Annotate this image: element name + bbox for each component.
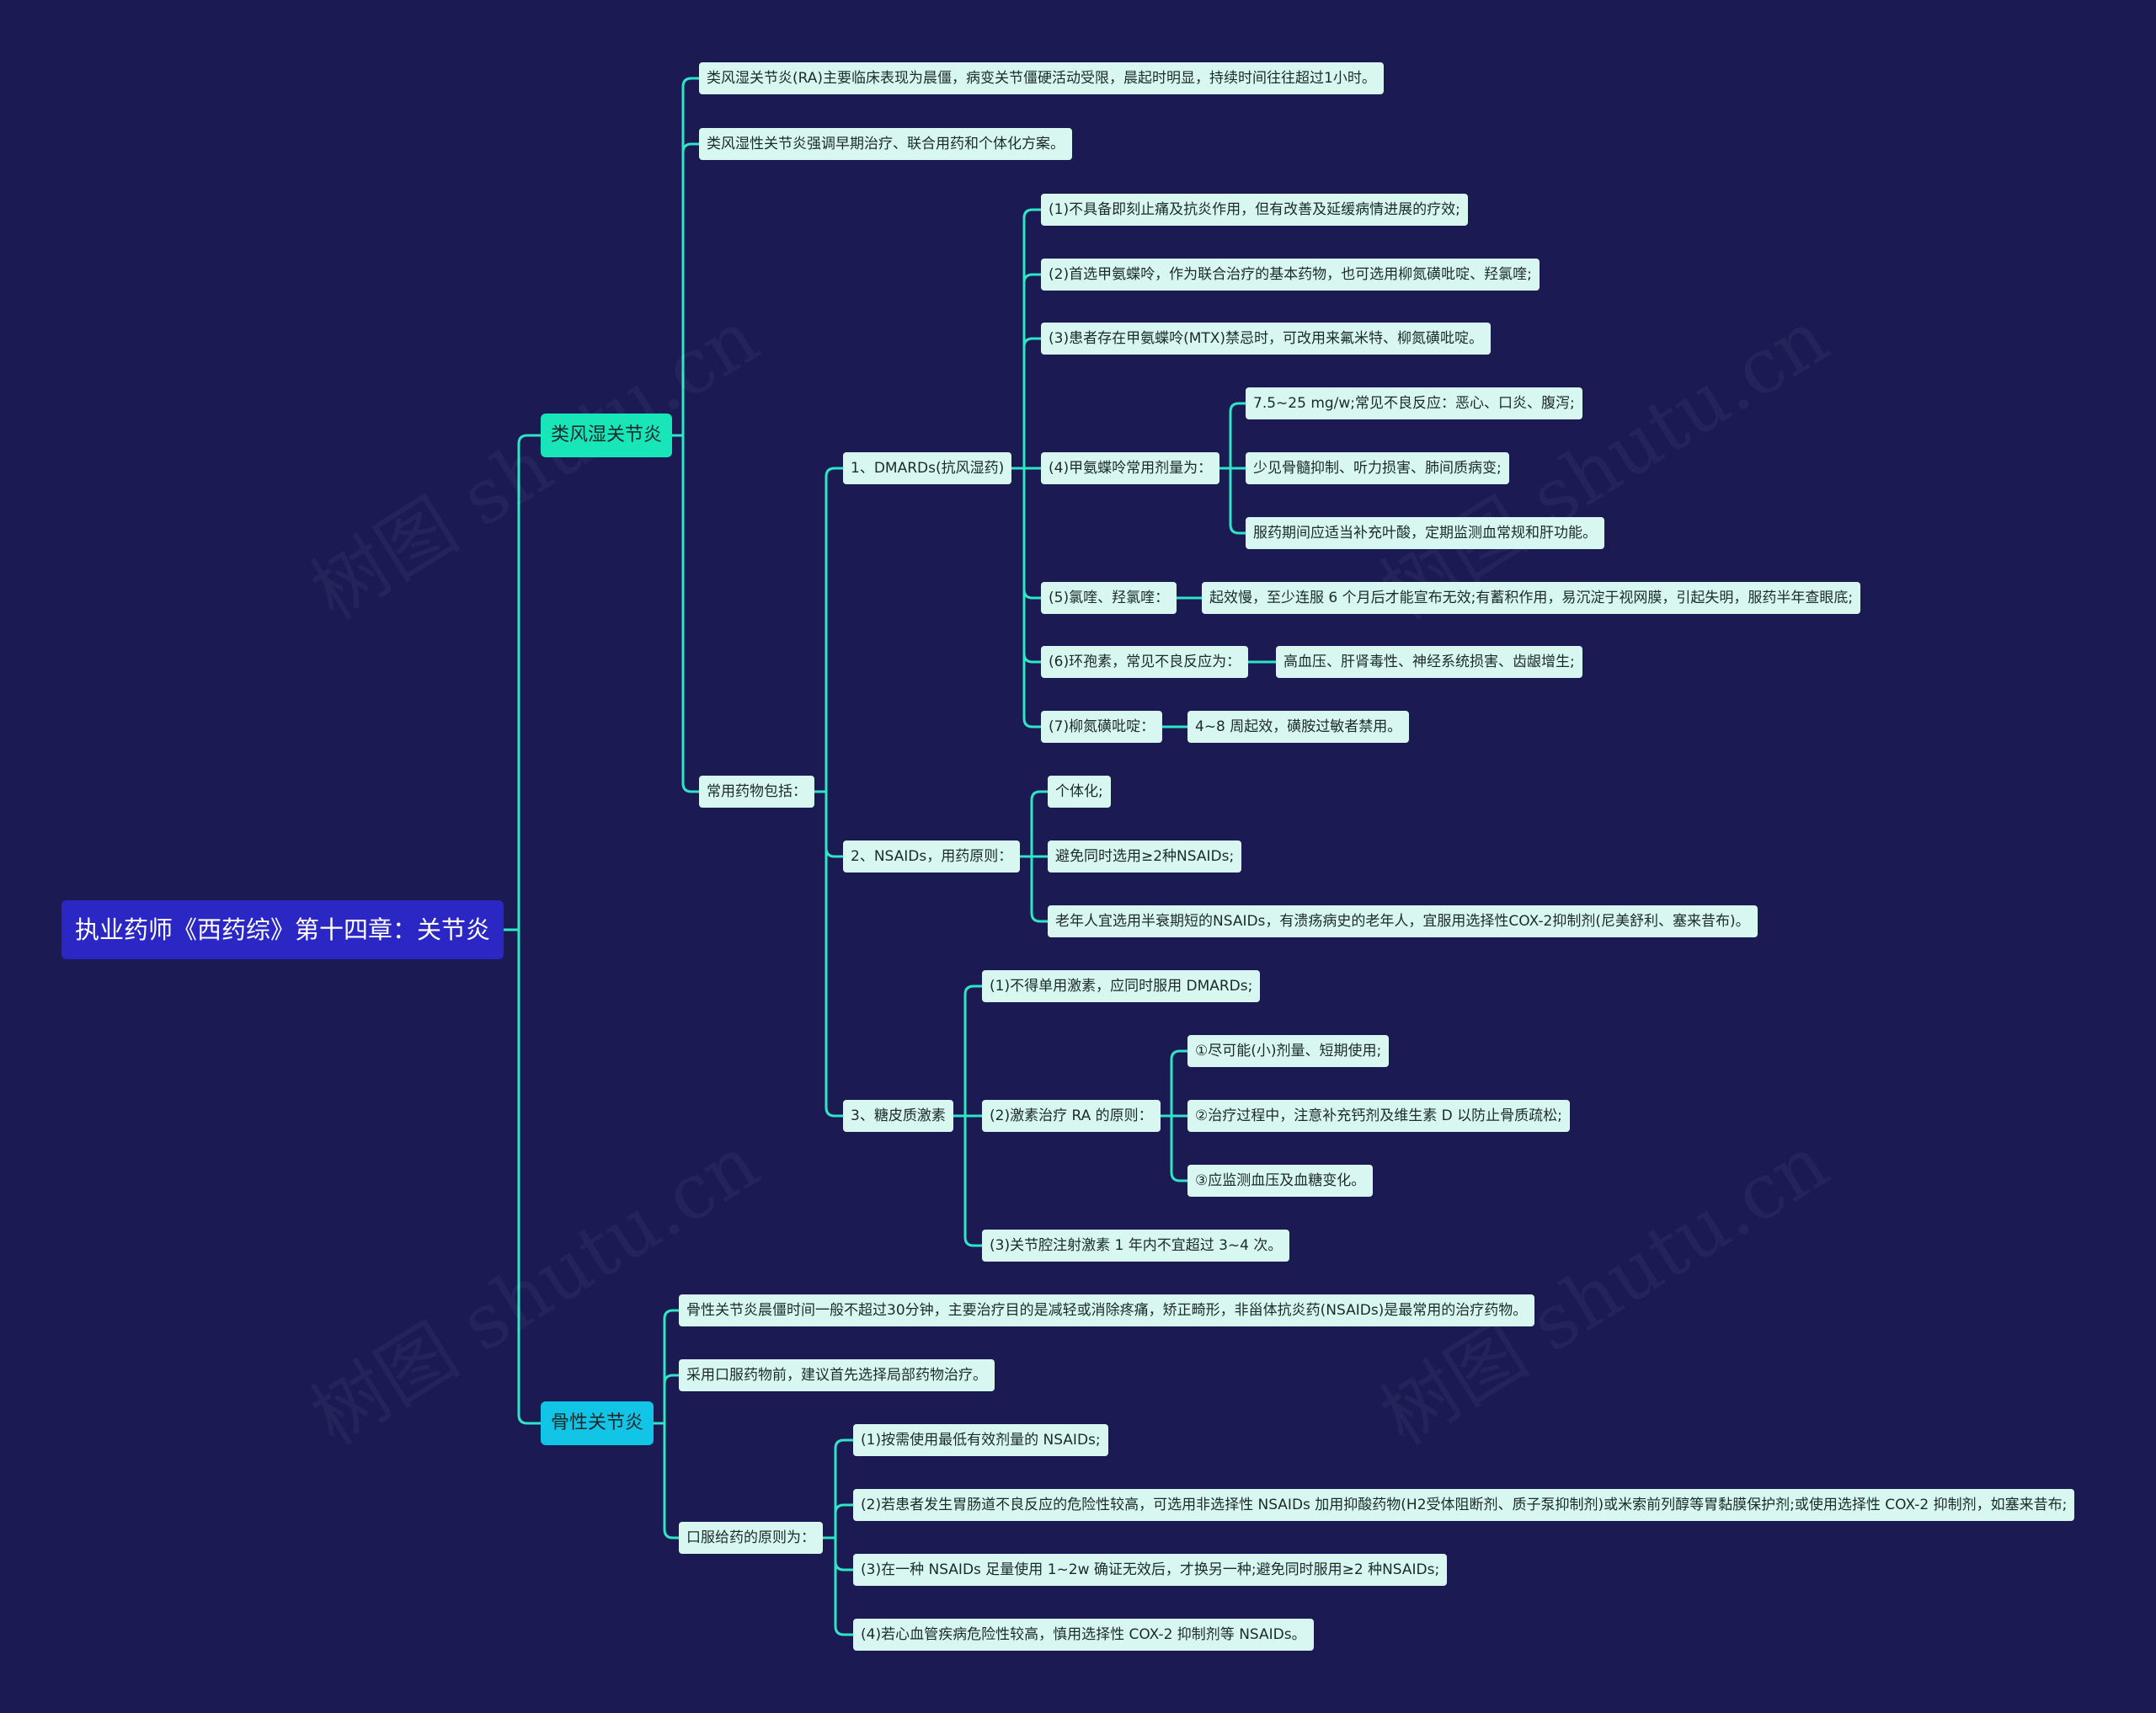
oral-principle[interactable]: (1)按需使用最低有效剂量的 NSAIDs; <box>853 1424 1108 1456</box>
connector-line <box>953 1114 982 1247</box>
root-topic[interactable]: 执业药师《西药综》第十四章：关节炎 <box>61 900 504 959</box>
connector-line <box>1011 467 1041 728</box>
connector-line <box>654 1422 679 1540</box>
steroid-principle[interactable]: ③应监测血压及血糖变化。 <box>1187 1165 1374 1197</box>
connector-line <box>654 1374 679 1425</box>
dmards-item[interactable]: (3)患者存在甲氨蝶呤(MTX)禁忌时，可改用来氟米特、柳氮磺吡啶。 <box>1041 323 1492 355</box>
branch-rheumatoid-arthritis[interactable]: 类风湿关节炎 <box>541 414 673 457</box>
category-dmards[interactable]: 1、DMARDs(抗风湿药) <box>843 452 1012 484</box>
connector-line <box>1219 467 1246 535</box>
connector-line <box>1020 855 1048 923</box>
connector-line <box>504 928 541 1425</box>
connector-line <box>823 1536 853 1572</box>
dmards-item[interactable]: (7)柳氮磺吡啶： <box>1041 711 1163 743</box>
connector-line <box>1161 1114 1187 1182</box>
nsaids-principle[interactable]: 个体化; <box>1048 776 1111 808</box>
dmards-item[interactable]: (2)首选甲氨蝶呤，作为联合治疗的基本药物，也可选用柳氮磺吡啶、羟氯喹; <box>1041 259 1540 291</box>
oral-principle[interactable]: (4)若心血管疾病危险性较高，慎用选择性 COX-2 抑制剂等 NSAIDs。 <box>853 1619 1314 1651</box>
connector-line <box>654 1309 679 1425</box>
branch-osteoarthritis[interactable]: 骨性关节炎 <box>541 1401 654 1445</box>
oa-note[interactable]: 骨性关节炎晨僵时间一般不超过30分钟，主要治疗目的是减轻或消除疼痛，矫正畸形，非… <box>679 1294 1535 1326</box>
ra-note[interactable]: 类风湿关节炎(RA)主要临床表现为晨僵，病变关节僵硬活动受限，晨起时明显，持续时… <box>699 62 1384 94</box>
nsaids-principle[interactable]: 避免同时选用≥2种NSAIDs; <box>1048 840 1242 873</box>
dmards-item[interactable]: (4)甲氨蝶呤常用剂量为： <box>1041 452 1220 484</box>
connector-line <box>814 467 843 793</box>
nsaids-principle[interactable]: 老年人宜选用半衰期短的NSAIDs，有溃疡病史的老年人，宜服用选择性COX-2抑… <box>1048 905 1758 937</box>
connector-line <box>1161 1049 1187 1118</box>
chloroquine-detail[interactable]: 起效慢，至少连服 6 个月后才能宣布无效;有蓄积作用，易沉淀于视网膜，引起失明，… <box>1202 582 1861 614</box>
mtx-detail[interactable]: 7.5~25 mg/w;常见不良反应：恶心、口炎、腹泻; <box>1246 387 1582 419</box>
connector-line <box>814 790 843 1118</box>
ra-drugs-label[interactable]: 常用药物包括： <box>699 776 814 808</box>
steroid-principle[interactable]: ②治疗过程中，注意补充钙剂及维生素 D 以防止骨质疏松; <box>1187 1100 1570 1132</box>
connector-line <box>1011 467 1041 664</box>
connector-line <box>1011 467 1041 600</box>
cyclosporine-detail[interactable]: 高血压、肝肾毒性、神经系统损害、齿龈增生; <box>1276 646 1582 678</box>
connector-line <box>1011 208 1041 470</box>
connector-line <box>1020 790 1048 858</box>
ra-note[interactable]: 类风湿性关节炎强调早期治疗、联合用药和个体化方案。 <box>699 128 1072 160</box>
oral-principle[interactable]: (2)若患者发生胃肠道不良反应的危险性较高，可选用非选择性 NSAIDs 加用抑… <box>853 1489 2075 1521</box>
dmards-item[interactable]: (1)不具备即刻止痛及抗炎作用，但有改善及延缓病情进展的疗效; <box>1041 194 1468 226</box>
steroid-item[interactable]: (1)不得单用激素，应同时服用 DMARDs; <box>982 970 1261 1002</box>
connector-line <box>672 77 699 437</box>
category-steroids[interactable]: 3、糖皮质激素 <box>843 1100 953 1132</box>
oral-principle[interactable]: (3)在一种 NSAIDs 足量使用 1~2w 确证无效后，才换另一种;避免同时… <box>853 1554 1448 1586</box>
mtx-detail[interactable]: 少见骨髓抑制、听力损害、肺间质病变; <box>1246 452 1509 484</box>
connector-line <box>1219 402 1246 470</box>
dmards-item[interactable]: (5)氯喹、羟氯喹： <box>1041 582 1177 614</box>
connector-line <box>672 434 699 793</box>
steroid-item[interactable]: (3)关节腔注射激素 1 年内不宜超过 3~4 次。 <box>982 1230 1290 1262</box>
connector-line <box>823 1536 853 1636</box>
connector-line <box>953 985 982 1118</box>
connector-line <box>823 1503 853 1540</box>
connector-line <box>1011 337 1041 470</box>
connector-line <box>672 142 699 437</box>
steroid-principle[interactable]: ①尽可能(小)剂量、短期使用; <box>1187 1035 1390 1067</box>
dmards-item[interactable]: (6)环孢素，常见不良反应为： <box>1041 646 1249 678</box>
connector-line <box>1011 273 1041 470</box>
oa-oral-label[interactable]: 口服给药的原则为： <box>679 1522 823 1554</box>
sulfasalazine-detail[interactable]: 4~8 周起效，磺胺过敏者禁用。 <box>1187 711 1410 743</box>
oa-note[interactable]: 采用口服药物前，建议首先选择局部药物治疗。 <box>679 1359 995 1391</box>
steroid-item[interactable]: (2)激素治疗 RA 的原则： <box>982 1100 1161 1132</box>
connector-line <box>823 1438 853 1540</box>
mtx-detail[interactable]: 服药期间应适当补充叶酸，定期监测血常规和肝功能。 <box>1246 517 1604 549</box>
category-nsaids[interactable]: 2、NSAIDs，用药原则： <box>843 840 1021 873</box>
connector-line <box>504 434 541 931</box>
connector-line <box>814 790 843 858</box>
